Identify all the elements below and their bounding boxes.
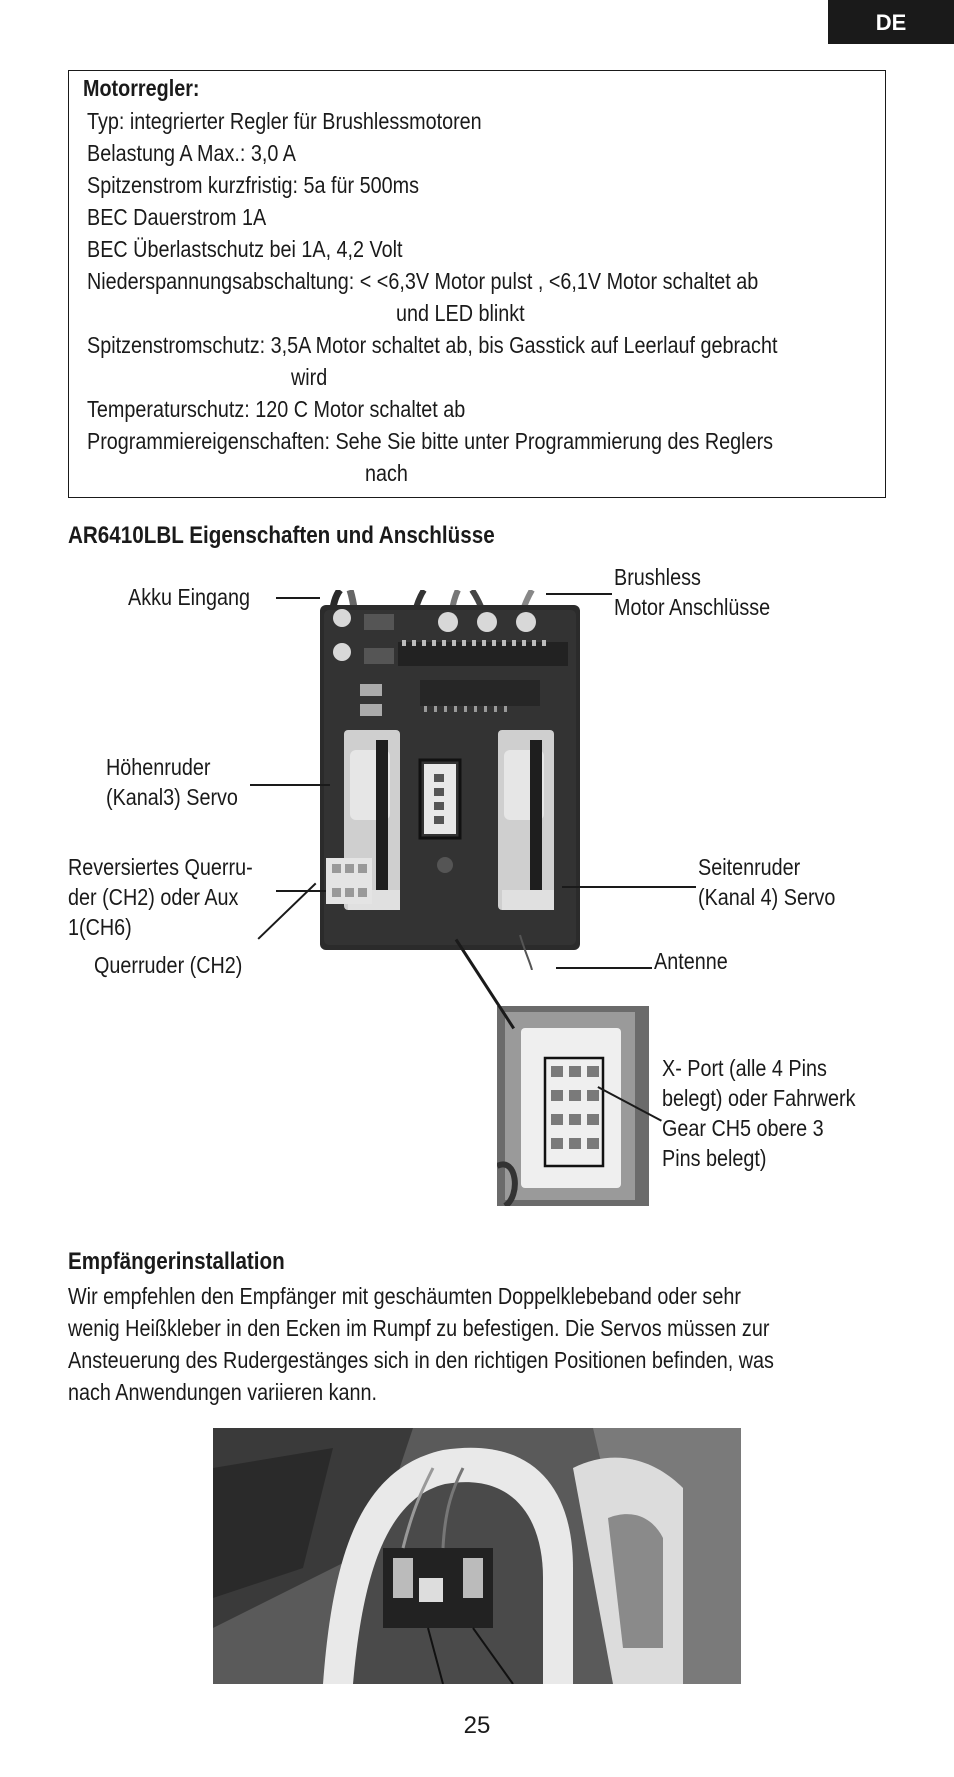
spec-line: BEC Dauerstrom 1A	[87, 204, 267, 230]
label-antenna: Antenne	[654, 948, 728, 974]
spec-line: Spitzenstromschutz: 3,5A Motor schaltet …	[87, 332, 778, 358]
label-xport-1: X- Port (alle 4 Pins	[662, 1055, 827, 1081]
leader-line-rudder	[562, 886, 696, 888]
label-motor-2: Motor Anschlüsse	[614, 594, 771, 620]
label-aileron-reversed-1: Reversiertes Querru-	[68, 854, 253, 880]
paragraph-line: Ansteuerung des Rudergestänges sich in d…	[68, 1347, 774, 1373]
label-aileron-reversed-3: 1(CH6)	[68, 914, 132, 940]
spec-line-continuation: nach	[365, 460, 408, 486]
label-elevator-2: (Kanal3) Servo	[106, 784, 238, 810]
motor-controller-spec-box: Motorregler: Typ: integrierter Regler fü…	[68, 70, 886, 498]
spec-line: Programmiereigenschaften: Sehe Sie bitte…	[87, 428, 774, 454]
spec-title: Motorregler:	[83, 75, 200, 101]
spec-line: Niederspannungsabschaltung: < <6,3V Moto…	[87, 268, 759, 294]
leader-line-battery	[276, 597, 320, 599]
installation-paragraph: Wir empfehlen den Empfänger mit geschäum…	[68, 1280, 888, 1408]
label-elevator-1: Höhenruder	[106, 754, 211, 780]
label-xport-3: Gear CH5 obere 3	[662, 1115, 824, 1141]
installation-photo	[213, 1428, 741, 1684]
label-battery-input: Akku Eingang	[128, 584, 251, 610]
label-motor-1: Brushless	[614, 564, 701, 590]
leader-line-elevator	[250, 784, 330, 786]
x-port-zoom-photo	[497, 1006, 649, 1206]
spec-line: Temperaturschutz: 120 C Motor schaltet a…	[87, 396, 466, 422]
label-rudder-1: Seitenruder	[698, 854, 801, 880]
receiver-board-photo	[320, 590, 580, 970]
language-tab: DE	[828, 0, 954, 44]
installation-heading: Empfängerinstallation	[68, 1248, 285, 1275]
paragraph-line: wenig Heißkleber in den Ecken im Rumpf z…	[68, 1315, 770, 1341]
label-rudder-2: (Kanal 4) Servo	[698, 884, 836, 910]
receiver-heading: AR6410LBL Eigenschaften und Anschlüsse	[68, 522, 495, 549]
spec-line: Spitzenstrom kurzfristig: 5a für 500ms	[87, 172, 419, 198]
leader-line-antenna	[556, 967, 652, 969]
spec-line: Typ: integrierter Regler für Brushlessmo…	[87, 108, 482, 134]
paragraph-line: nach Anwendungen variieren kann.	[68, 1379, 378, 1405]
label-xport-4: Pins belegt)	[662, 1145, 767, 1171]
spec-line-continuation: wird	[291, 364, 328, 390]
paragraph-line: Wir empfehlen den Empfänger mit geschäum…	[68, 1283, 741, 1309]
label-aileron: Querruder (CH2)	[94, 952, 243, 978]
page-number: 25	[463, 1712, 491, 1739]
leader-line-aux	[276, 890, 326, 892]
spec-line: Belastung A Max.: 3,0 A	[87, 140, 296, 166]
leader-line-motor	[546, 593, 612, 595]
spec-line: BEC Überlastschutz bei 1A, 4,2 Volt	[87, 236, 403, 262]
spec-line-continuation: und LED blinkt	[396, 300, 525, 326]
label-aileron-reversed-2: der (CH2) oder Aux	[68, 884, 239, 910]
label-xport-2: belegt) oder Fahrwerk	[662, 1085, 856, 1111]
